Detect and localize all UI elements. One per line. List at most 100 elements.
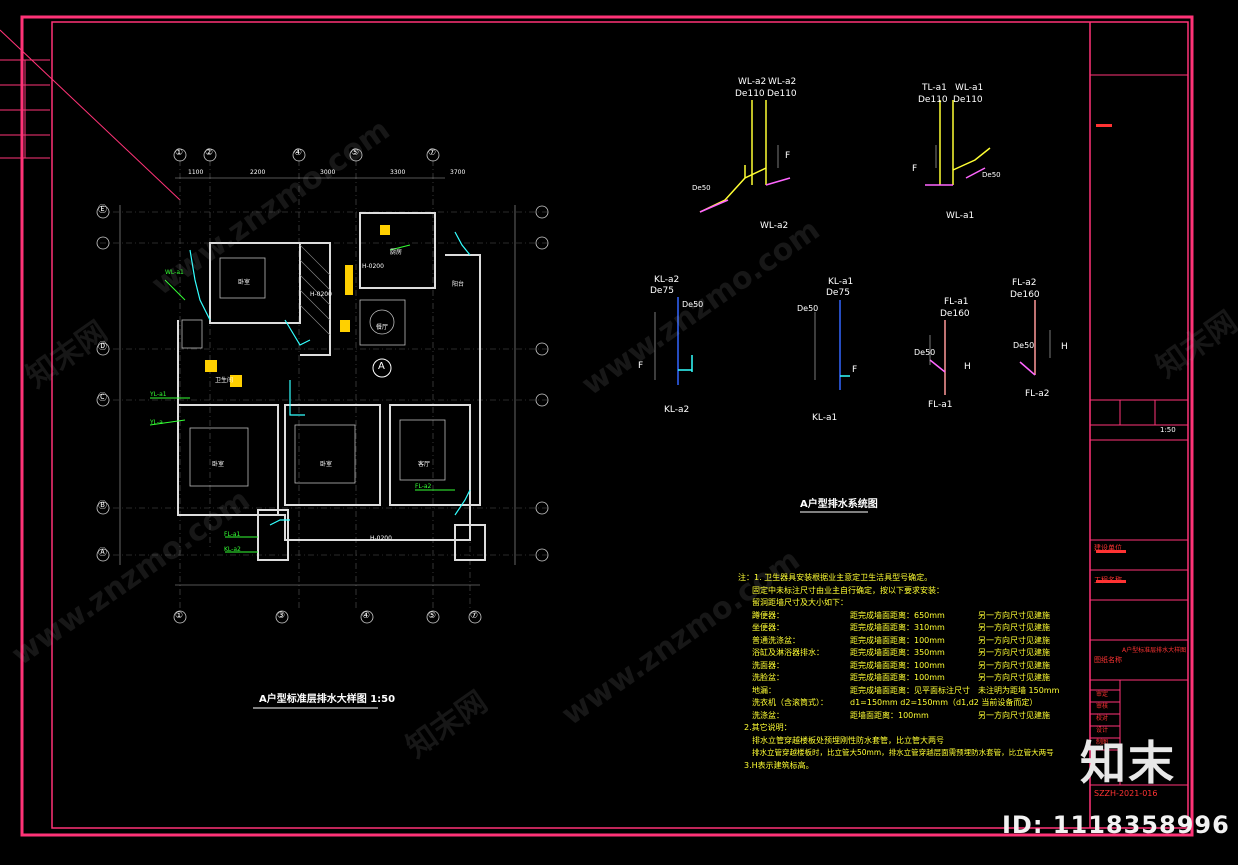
note-key: 洗涤盆： bbox=[752, 710, 784, 720]
system-kl-a1 bbox=[839, 300, 850, 390]
level-tag: H-0200 bbox=[310, 291, 332, 298]
notes-b3: 3.H表示建筑标高。 bbox=[744, 760, 814, 770]
pipe-tag: YL-a bbox=[150, 419, 163, 426]
watermark-logo: 知末 bbox=[1080, 736, 1176, 790]
note-extra: 另一方向尺寸见建施 bbox=[978, 660, 1050, 670]
note-value: 距完成墙面距离：100mm bbox=[850, 660, 945, 670]
tb-row: 设计 bbox=[1096, 727, 1109, 734]
tb-owner-label: 建设单位 bbox=[1094, 544, 1122, 552]
sys-fl-a1-size: De160 bbox=[940, 309, 970, 319]
note-row: 洗面器： 距完成墙面距离：100mm 另一方向尺寸见建施 bbox=[752, 660, 1088, 673]
sys-fl-a1-h: H bbox=[964, 362, 971, 372]
sys-wl-a1-name: WL-a1 bbox=[946, 211, 975, 221]
sys-fl-a2-tag: FL-a2 bbox=[1012, 278, 1037, 288]
tb-scale: 1:50 bbox=[1160, 426, 1176, 434]
plan-title: A户型标准层排水大样图 1:50 bbox=[259, 694, 396, 705]
sys-wl-a2-note: F bbox=[785, 151, 791, 161]
dim-top: 3000 bbox=[320, 169, 336, 176]
tb-row: 制图 bbox=[1096, 739, 1109, 746]
note-key: 坐便器： bbox=[752, 623, 784, 632]
note-key: 蹲便器： bbox=[752, 610, 784, 620]
room-label: 卧室 bbox=[238, 279, 251, 286]
sys-fl-a1-note: De50 bbox=[914, 348, 936, 357]
system-kl-a2 bbox=[677, 297, 693, 385]
pipe-tag: FL-a1 bbox=[224, 531, 241, 538]
note-row: 普通洗涤盆： 距完成墙面距离：100mm 另一方向尺寸见建施 bbox=[752, 635, 1088, 648]
note-value: d1=150mm d2=150mm（d1,d2 当前设备而定） bbox=[850, 698, 1038, 707]
dim-top: 1100 bbox=[188, 169, 204, 176]
sys-kl-a1-name: KL-a1 bbox=[812, 413, 838, 423]
sys-wl-a2-tag-2: WL-a2 bbox=[768, 77, 797, 87]
notes-line-b: 2.其它说明： bbox=[744, 723, 792, 732]
level-tag: H-0200 bbox=[370, 535, 392, 542]
note-key: 洗面器： bbox=[752, 660, 784, 670]
sys-kl-a1-f: F bbox=[852, 365, 858, 375]
note-key: 洗脸盆： bbox=[752, 673, 784, 682]
note-value: 距完成墙面距离：310mm bbox=[850, 623, 945, 632]
axis-top-4: ⑤ bbox=[351, 148, 360, 158]
tb-row: 审核 bbox=[1096, 703, 1109, 710]
tb-drawing-no: SZZH-2021-016 bbox=[1094, 789, 1158, 798]
sys-wl-a2-size-2: De110 bbox=[767, 89, 797, 99]
notes-line3: 留洞距墙尺寸及大小如下： bbox=[752, 598, 848, 607]
room-label: 卫生间 bbox=[215, 377, 234, 384]
sys-wl-a2-tag-1: WL-a2 bbox=[738, 77, 767, 87]
room-label: 卧室 bbox=[320, 461, 333, 468]
note-extra: 另一方向尺寸见建施 bbox=[978, 635, 1050, 645]
sys-wl-a1-tag-1: TL-a1 bbox=[922, 83, 947, 93]
sys-wl-a2-name: WL-a2 bbox=[760, 221, 789, 231]
notes-block: 注：1. 卫生器具安装根据业主意定卫生洁具型号确定。 固定中未标注尺寸由业主自行… bbox=[738, 572, 1088, 772]
level-tag: H-0200 bbox=[362, 263, 384, 270]
room-label: 客厅 bbox=[418, 461, 431, 468]
note-row: 洗衣机（含滚筒式）： d1=150mm d2=150mm（d1,d2 当前设备而定… bbox=[752, 697, 1088, 710]
sys-fl-a2-size: De160 bbox=[1010, 290, 1040, 300]
axis-top-3: ④ bbox=[294, 148, 303, 158]
tb-project-label: 工程名称 bbox=[1094, 576, 1122, 584]
sys-kl-a2-f: F bbox=[638, 361, 644, 371]
axis-top-5: ⑦ bbox=[428, 148, 437, 158]
note-extra: 另一方向尺寸见建施 bbox=[978, 610, 1050, 620]
sys-wl-a1-size-2: De110 bbox=[953, 95, 983, 105]
system-fl-a1 bbox=[929, 320, 946, 395]
room-tag: A bbox=[378, 361, 385, 372]
note-row: 地漏：距完成墙面距离：见平面标注尺寸未注明为距墙 150mm bbox=[752, 685, 1088, 698]
sys-kl-a2-name: KL-a2 bbox=[664, 405, 690, 415]
sys-kl-a1-tag: KL-a1 bbox=[828, 277, 854, 287]
axis-left-d: Ⓓ bbox=[98, 342, 108, 352]
note-value: 距完成墙面距离：100mm bbox=[850, 635, 945, 645]
note-extra: 另一方向尺寸见建施 bbox=[978, 673, 1050, 682]
dim-top: 2200 bbox=[250, 169, 266, 176]
note-key: 洗衣机（含滚筒式）： bbox=[752, 698, 828, 707]
pipe-tag: YL-a1 bbox=[150, 391, 167, 398]
room-label: 阳台 bbox=[452, 281, 465, 288]
note-extra: 另一方向尺寸见建施 bbox=[978, 648, 1050, 657]
sys-fl-a2-note: De50 bbox=[1013, 341, 1035, 350]
pipe-tag: FL-a2 bbox=[415, 483, 432, 490]
axis-bottom-5: ⑦ bbox=[470, 611, 479, 621]
notes-head: 注：1. 卫生器具安装根据业主意定卫生洁具型号确定。 bbox=[738, 573, 933, 582]
system-wl-a2 bbox=[699, 100, 791, 213]
left-stamp bbox=[0, 59, 50, 159]
notes-b1: 排水立管穿越楼板处预埋刚性防水套管，比立管大两号 bbox=[752, 735, 944, 745]
sys-kl-a1-size: De75 bbox=[826, 288, 850, 298]
tb-drawing-label: 图纸名称 bbox=[1094, 656, 1122, 664]
note-value: 距完成墙面距离：见平面标注尺寸 bbox=[850, 685, 970, 695]
axis-bottom-3: ④ bbox=[362, 611, 371, 621]
system-title: A户型排水系统图 bbox=[800, 499, 878, 510]
notes-b2: 排水立管穿越楼板时，比立管大50mm，排水立管穿越层面需预埋防水套管，比立管大两… bbox=[752, 748, 1054, 757]
note-key: 普通洗涤盆： bbox=[752, 635, 800, 645]
tb-row: 审定 bbox=[1096, 691, 1109, 698]
room-label: 餐厅 bbox=[376, 324, 389, 331]
dim-top: 3700 bbox=[450, 169, 466, 176]
pipe-tag: WL-a1 bbox=[165, 269, 184, 276]
system-wl-a1 bbox=[925, 100, 991, 186]
floor-plan bbox=[96, 148, 550, 624]
drain-systems bbox=[654, 100, 1051, 395]
room-label: 卧室 bbox=[212, 461, 225, 468]
sys-kl-a2-tag: KL-a2 bbox=[654, 275, 680, 285]
